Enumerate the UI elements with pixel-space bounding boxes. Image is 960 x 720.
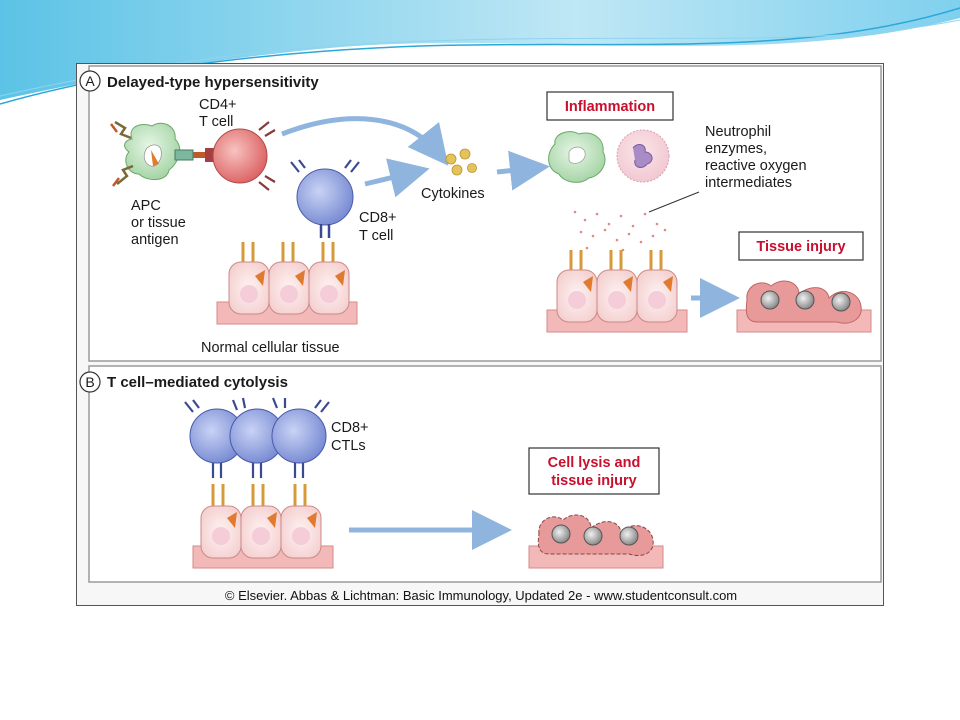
figure-canvas: A Delayed-type hypersensitivity CD4+ T c… <box>79 65 882 603</box>
normal-tissue-label: Normal cellular tissue <box>201 340 340 356</box>
normal-tissue <box>216 242 358 325</box>
lysed-tissue <box>528 514 664 569</box>
panel-b-target-tissue <box>192 484 334 569</box>
neutrophil <box>616 129 670 183</box>
neutrophil-label-2: enzymes, <box>705 141 767 157</box>
cd8-label-1: CD8+ <box>359 210 396 226</box>
apc-cell <box>124 122 181 180</box>
cd8-t-cell <box>290 159 360 238</box>
apc-label-1: APC <box>131 198 161 214</box>
panel-b-title: T cell–mediated cytolysis <box>107 374 288 391</box>
tissue-injury-label: Tissue injury <box>756 239 845 255</box>
cd4-label-2: T cell <box>199 114 233 130</box>
arrow-cd4-to-cytokines <box>281 116 449 166</box>
ctl-label-2: CTLs <box>331 438 366 454</box>
copyright-credit: © Elsevier. Abbas & Lichtman: Basic Immu… <box>225 588 737 603</box>
panel-a-letter: A <box>85 73 95 89</box>
cd4-label-1: CD4+ <box>199 97 236 113</box>
activated-macrophage <box>548 131 606 183</box>
neutrophil-label-1: Neutrophil <box>705 124 771 140</box>
immunology-figure: A Delayed-type hypersensitivity CD4+ T c… <box>76 63 884 606</box>
cd4-t-cell <box>212 121 276 191</box>
inflammation-label: Inflammation <box>565 99 655 115</box>
cytokines-label: Cytokines <box>421 186 485 202</box>
arrow-cytokines-to-inflammation <box>496 150 550 191</box>
panel-b-letter: B <box>85 374 94 390</box>
apc-cd4-synapse <box>174 148 215 162</box>
panel-a-title: Delayed-type hypersensitivity <box>107 74 319 91</box>
top-wave-band <box>0 0 960 100</box>
cell-lysis-box <box>528 447 660 495</box>
enzyme-speckles <box>573 210 667 252</box>
cytokine-dots <box>445 148 477 176</box>
cell-lysis-label-2: tissue injury <box>551 473 636 489</box>
neutrophil-pointer-line <box>648 191 700 213</box>
apc-label-2: or tissue <box>131 215 186 231</box>
cd8-ctls <box>184 397 330 478</box>
neutrophil-label-4: intermediates <box>705 175 792 191</box>
inflammation-box <box>546 91 674 121</box>
neutrophil-label-3: reactive oxygen <box>705 158 807 174</box>
ctl-label-1: CD8+ <box>331 420 368 436</box>
panel-a-letter-circle <box>79 70 101 92</box>
cell-lysis-label-1: Cell lysis and <box>548 455 641 471</box>
arrow-cd8-to-cytokines <box>364 158 430 198</box>
tissue-injury-box <box>738 231 864 261</box>
apc-mhc-molecules <box>110 120 134 187</box>
apc-label-3: antigen <box>131 232 179 248</box>
cd8-label-2: T cell <box>359 228 393 244</box>
injured-tissue <box>736 280 872 333</box>
panel-b-letter-circle <box>79 371 101 393</box>
inflamed-tissue <box>546 250 688 333</box>
